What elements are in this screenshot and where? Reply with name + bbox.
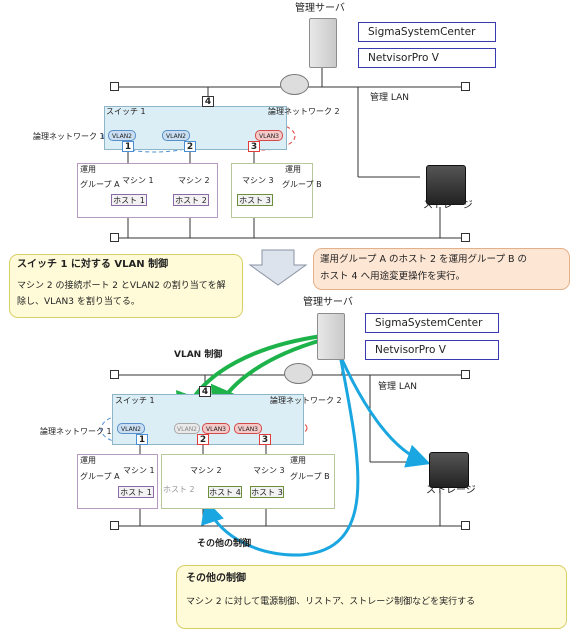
group-a [77,163,218,218]
host-1: ホスト 1 [111,194,147,206]
callout-vlan-control [9,254,243,318]
host-1: ホスト 1 [118,486,154,498]
machine-2-label: マシン 2 [178,176,210,185]
group-a-label: グループ A [80,180,120,189]
sigma-box: SigmaSystemCenter [365,313,499,333]
switch-port-4: 4 [199,386,211,397]
group-a-label: 運用 [80,456,96,465]
group-b-label: 運用 [290,456,306,465]
callout-repurpose-text: ホスト 4 へ用途変更操作を実行。 [320,271,466,282]
vlan3-tag: VLAN3 [234,423,262,434]
storage-icon [429,452,469,488]
machine-1-label: マシン 1 [123,466,155,475]
machine-1-label: マシン 1 [122,176,154,185]
group-b [161,454,335,509]
server-icon [317,313,345,360]
lan-terminal [461,82,470,91]
host-2: ホスト 2 [173,194,209,206]
host-2-removed: ホスト 2 [163,485,195,494]
port-3: 3 [248,141,260,152]
switch-label: スイッチ 1 [115,396,155,405]
mgmt-lan-label: 管理 LAN [370,93,409,103]
group-b-label: グループ B [290,472,330,481]
callout-other-text: マシン 2 に対して電源制御、リストア、ストレージ制御などを実行する [186,597,476,607]
port-2: 2 [197,434,209,445]
group-b-label: グループ B [282,180,322,189]
other-control-label: その他の制御 [197,539,252,549]
callout-vlan-text: 除し、VLAN3 を割り当てる。 [17,297,140,307]
logical-network-2-label: 論理ネットワーク 2 [270,396,342,405]
callout-vlan-text: マシン 2 の接続ポート 2 とVLAN2 の割り当てを解 [17,281,226,291]
host-4: ホスト 4 [208,486,242,498]
group-b-label: 運用 [285,165,301,174]
callout-other-control [176,565,567,629]
group-a-label: グループ A [80,472,120,481]
lan-terminal [110,370,119,379]
router-icon [284,363,313,384]
storage-label: ストレージ [426,485,476,496]
mgmt-lan-label: 管理 LAN [378,382,417,392]
vlan2-tag-removed: VLAN2 [174,423,200,434]
logical-network-1-label: 論理ネットワーク 1 [40,427,112,436]
callout-other-title: その他の制御 [186,573,246,584]
machine-3-label: マシン 3 [242,176,274,185]
mgmt-server-label: 管理サーバ [295,3,345,14]
vlan2-tag: VLAN2 [108,130,136,141]
callout-repurpose [313,248,570,290]
storage-terminal [461,233,470,242]
callout-vlan-title: スイッチ 1 に対する VLAN 制御 [17,259,169,270]
vlan-control-label: VLAN 制御 [174,350,223,360]
storage-label: ストレージ [423,200,473,211]
sigma-box: SigmaSystemCenter [358,22,496,42]
host-3: ホスト 3 [250,486,284,498]
group-a-label: 運用 [80,165,96,174]
switch-label: スイッチ 1 [106,107,146,116]
vlan3-tag: VLAN3 [202,423,230,434]
vlan2-tag: VLAN2 [117,423,145,434]
machine-2-label: マシン 2 [190,466,222,475]
lan-terminal [110,82,119,91]
vlan2-tag: VLAN2 [162,130,190,141]
port-1: 1 [122,141,134,152]
netvisor-box: NetvisorPro V [358,48,496,68]
vlan3-tag: VLAN3 [255,130,283,141]
storage-terminal [461,521,470,530]
storage-terminal [110,233,119,242]
router-icon [280,74,309,95]
storage-terminal [110,521,119,530]
port-2: 2 [184,141,196,152]
machine-3-label: マシン 3 [253,466,285,475]
host-3: ホスト 3 [237,194,273,206]
group-a [77,454,158,509]
lan-terminal [461,370,470,379]
port-1: 1 [136,434,148,445]
logical-network-2-label: 論理ネットワーク 2 [268,107,340,116]
logical-network-1-label: 論理ネットワーク 1 [33,132,105,141]
group-b [231,163,313,218]
mgmt-server-label: 管理サーバ [303,297,353,308]
netvisor-box: NetvisorPro V [365,340,499,360]
server-icon [309,18,337,68]
switch-port-4: 4 [202,96,214,107]
callout-repurpose-text: 運用グループ A のホスト 2 を運用グループ B の [320,254,528,265]
storage-icon [426,165,466,205]
port-3: 3 [259,434,271,445]
